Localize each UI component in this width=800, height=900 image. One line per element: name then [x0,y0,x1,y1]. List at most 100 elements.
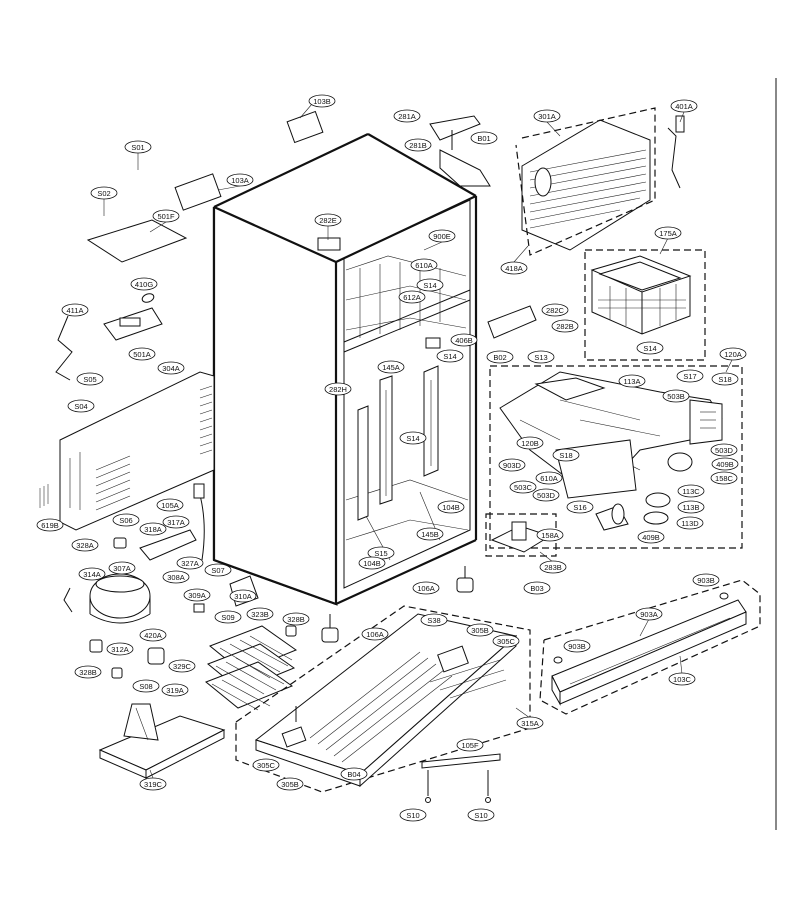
part-label: 310A [229,589,257,603]
part-label: 113D [676,516,704,530]
part-label-text: S04 [74,402,87,411]
part-label: 104B [437,500,465,514]
part-label: 158A [536,528,564,542]
part-label-oval [710,471,738,485]
part-label-text: 158A [541,531,559,540]
part-label-text: 309A [188,591,206,600]
part-label-oval [527,350,555,364]
part-label: 103B [308,94,336,108]
part-label-text: 900E [433,232,451,241]
part-label: 106A [361,627,389,641]
part-label: S04 [67,399,95,413]
part-label-oval [128,347,156,361]
part-label: 410G [130,277,158,291]
part-label-oval [139,777,167,791]
part-label-oval [711,372,739,386]
part-label-text: 406B [455,336,473,345]
part-label-oval [71,538,99,552]
part-label-text: S13 [534,353,547,362]
part-label: 305C [492,634,520,648]
part-label-oval [410,258,438,272]
part-label: 282B [551,319,579,333]
part-label-text: 503B [667,392,685,401]
part-label-text: 305C [497,637,516,646]
part-label: 418A [500,261,528,275]
part-label: 610A [410,258,438,272]
part-label-text: 318A [144,525,162,534]
part-label-text: 305B [281,780,299,789]
part-label-text: 105A [161,501,179,510]
part-label-text: S01 [131,143,144,152]
part-label: 283B [539,560,567,574]
part-label-text: 113C [682,487,700,496]
part-label-oval [393,109,421,123]
part-label-text: 113B [683,503,700,512]
part-label-oval [636,341,664,355]
part-label-oval [533,109,561,123]
part-label: 103C [668,672,696,686]
condenser-coil [205,625,298,711]
part-label-text: 113D [681,519,699,528]
part-label-oval [112,513,140,527]
part-label: 314A [78,567,106,581]
part-label-text: B02 [493,353,506,362]
part-label-text: 304A [162,364,180,373]
part-label: S16 [566,500,594,514]
part-label: 610A [535,471,563,485]
part-label-text: S06 [119,516,132,525]
part-label: 175A [654,226,682,240]
part-label-text: 328B [287,615,305,624]
part-label-oval [668,672,696,686]
part-label: B03 [523,581,551,595]
part-label-text: 410G [135,280,154,289]
part-label-text: 503D [715,446,734,455]
part-label-oval [492,634,520,648]
part-label-oval [420,613,448,627]
part-label-oval [324,382,352,396]
part-label-text: 411A [67,306,84,315]
bottom-bracket [421,753,501,803]
part-label: 308A [162,570,190,584]
part-label-text: S17 [683,372,696,381]
part-label: 105F [456,738,484,752]
part-label-oval [662,389,690,403]
part-label: S05 [76,372,104,386]
part-label-oval [252,758,280,772]
part-label: 619B [36,518,64,532]
part-label-text: 327A [181,559,199,568]
part-label: 282C [541,303,569,317]
part-label: 903B [692,573,720,587]
part-label-oval [516,716,544,730]
part-label: S09 [214,610,242,624]
part-label-text: 103C [673,675,692,684]
part-label-text: 503D [537,491,556,500]
part-label: 420A [139,628,167,642]
part-label-oval [437,500,465,514]
part-label-oval [399,808,427,822]
part-label-oval [523,581,551,595]
part-label: S07 [204,563,232,577]
part-label-text: 903D [503,461,522,470]
part-label-oval [563,639,591,653]
evaporator-assembly [515,107,685,256]
part-label-oval [500,261,528,275]
part-label-oval [416,278,444,292]
part-label-oval [536,528,564,542]
part-label-text: S15 [374,549,387,558]
shelf-support-rails [357,365,439,521]
part-label-text: 301A [538,112,556,121]
part-label: S18 [552,448,580,462]
part-label-text: 282H [329,385,347,394]
part-label-text: 323B [251,610,269,619]
part-label-text: 145A [382,363,400,372]
part-label-text: S09 [221,613,234,622]
part-label-oval [532,488,560,502]
part-label: 104B [358,556,386,570]
part-label-text: 312A [111,645,129,654]
part-label-text: B03 [530,584,543,593]
part-label-text: S14 [423,281,436,290]
part-label-text: 401A [675,102,693,111]
part-label: S14 [416,278,444,292]
part-label-oval [156,498,184,512]
part-label: 113B [677,500,705,514]
